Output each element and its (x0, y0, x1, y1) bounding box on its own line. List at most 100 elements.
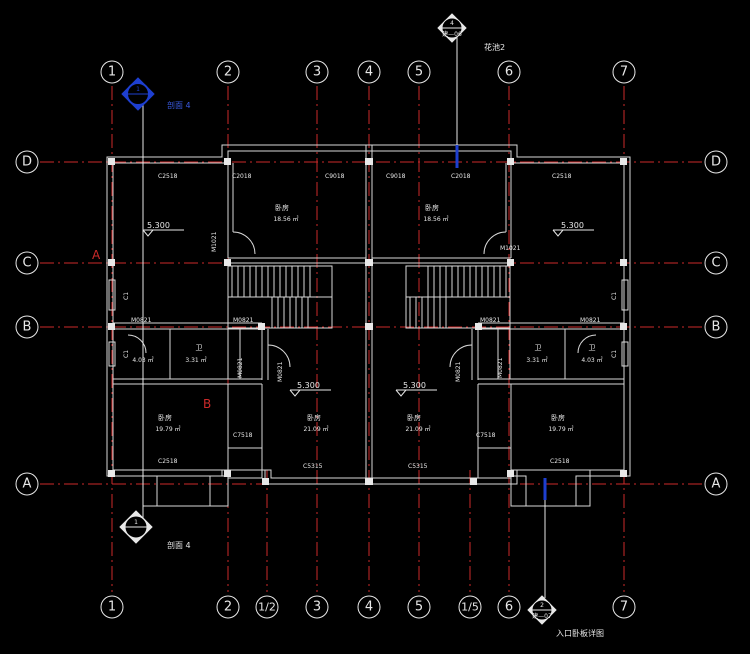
code-m1021-1: M1021 (211, 231, 218, 252)
axis-label-right-D: D (711, 155, 721, 170)
elevation-label-2: 5.300 (561, 221, 584, 230)
axis-label-left-D: D (22, 155, 32, 170)
bath-name-right-2: 卫 (589, 344, 596, 352)
code-c7518-2: C7518 (476, 432, 496, 439)
axis-bubble-top-2 (216, 60, 240, 84)
axis-label-bottom-6: 6 (505, 600, 513, 615)
door-swing-2 (483, 231, 507, 255)
axis-label-top-5: 5 (415, 65, 423, 80)
marker-top-number: 4 (450, 20, 454, 27)
elevation-label-4: 5.300 (403, 381, 426, 390)
bath-area-left-2: 4.03 ㎡ (132, 356, 153, 364)
axis-bubble-bottom-3 (305, 595, 329, 619)
axis-bubble-bottom-2 (216, 595, 240, 619)
section-bottom-label: 剖面 4 (167, 540, 191, 550)
porch-right-a (510, 475, 527, 507)
bath-area-right: 3.31 ㎡ (526, 356, 547, 364)
porch-right-b (575, 475, 591, 507)
axis-bubble-right-A (704, 472, 728, 496)
axis-bubbles (15, 60, 728, 619)
code-m0821-1: M0821 (131, 317, 152, 324)
balcony-right (477, 447, 512, 479)
axis-label-bottom-5: 5 (415, 600, 423, 615)
axis-label-bottom-1-5: 1/5 (461, 601, 479, 614)
window-west-c1b (108, 341, 116, 367)
code-m0821-7: M0821 (455, 361, 462, 382)
axis-bubble-left-B (15, 315, 39, 339)
code-c2518-nw: C2518 (158, 173, 178, 180)
room-name-center-left: 卧房 (307, 413, 321, 422)
axis-label-top-4: 4 (365, 65, 373, 80)
room-name-lower-left: 卧房 (158, 413, 172, 422)
code-c2518-ne: C2518 (552, 173, 572, 180)
elevation-label-1: 5.300 (147, 221, 170, 230)
axis-label-bottom-1-2: 1/2 (258, 601, 276, 614)
code-c5315-1: C5315 (303, 463, 323, 470)
bath-left (169, 328, 229, 380)
axis-bubble-bottom-5 (407, 595, 431, 619)
marker-left-bottom-number: 1 (134, 519, 138, 526)
axis-bubble-bottom-7 (612, 595, 636, 619)
axis-label-right-C: C (711, 256, 720, 271)
axis-label-top-7: 7 (620, 65, 628, 80)
code-m0821-5: M0821 (237, 357, 244, 378)
opening-codes: C2518 C2018 C9018 C9018 C2018 C2518 C251… (123, 173, 618, 470)
columns (108, 158, 627, 485)
axis-label-top-1: 1 (108, 65, 116, 80)
window-east-c1 (621, 279, 629, 311)
window-west-c1 (108, 279, 116, 311)
code-c2518-se: C2518 (550, 458, 570, 465)
door-swing-3 (267, 344, 291, 368)
code-c9018-2: C9018 (386, 173, 406, 180)
section-marker-top: 4 建—06 (437, 13, 467, 43)
axis-bubble-top-1 (100, 60, 124, 84)
marker-top-sub: 建—06 (442, 30, 462, 38)
axis-bubble-right-C (704, 251, 728, 275)
section-marker-bottom: 2 建—07 (527, 595, 557, 625)
room-name-lower-right: 卧房 (551, 413, 565, 422)
garden-label: 花池2 (484, 42, 505, 52)
room-area-lower-left: 19.79 ㎡ (155, 425, 180, 433)
room-area-upper-left: 18.56 ㎡ (273, 215, 298, 223)
code-m0821-8: M0821 (497, 357, 504, 378)
cut-label-a: A (92, 248, 101, 262)
bath-area-left: 3.31 ㎡ (185, 356, 206, 364)
axis-label-right-B: B (712, 320, 721, 335)
axis-label-bottom-4: 4 (365, 600, 373, 615)
code-c1-w2: C1 (123, 350, 130, 358)
cut-label-b: B (203, 397, 211, 411)
axis-label-bottom-1: 1 (108, 600, 116, 615)
axis-bubble-bottom-1-5 (458, 595, 482, 619)
bath-area-right-2: 4.03 ㎡ (581, 356, 602, 364)
walls (106, 144, 631, 507)
axis-bubble-right-D (704, 150, 728, 174)
axis-bubble-bottom-1-2 (255, 595, 279, 619)
door-swing-1 (232, 231, 256, 255)
code-m0821-4: M0821 (580, 317, 601, 324)
section-marker-left-bottom: 1 (119, 510, 153, 544)
room-area-center-right: 21.09 ㎡ (405, 425, 430, 433)
axis-bubble-top-7 (612, 60, 636, 84)
axis-bubble-top-4 (357, 60, 381, 84)
room-labels: 卧房 18.56 ㎡ 卧房 18.56 ㎡ 卧房 19.79 ㎡ 卧房 19.7… (132, 203, 602, 433)
axis-bubble-right-B (704, 315, 728, 339)
code-c2018-1: C2018 (232, 173, 252, 180)
marker-bottom-sub: 建—07 (532, 612, 552, 620)
porch-left-b (209, 475, 229, 507)
code-c7518-1: C7518 (233, 432, 253, 439)
code-c1-e1: C1 (611, 292, 618, 300)
marker-bottom-number: 2 (540, 602, 544, 609)
stair-right (405, 265, 511, 329)
porch-left-a (142, 475, 158, 507)
code-c2518-sw: C2518 (158, 458, 178, 465)
section-marker-left-top: 1 (121, 77, 155, 111)
axis-label-bottom-7: 7 (620, 600, 628, 615)
blue-section-marks (455, 145, 547, 500)
axis-bubble-labels: 1 2 3 4 5 6 7 1 2 1/2 3 4 5 1/5 6 7 D C … (22, 65, 721, 615)
axis-bubble-left-D (15, 150, 39, 174)
code-c1-w1: C1 (123, 292, 130, 300)
axis-label-top-2: 2 (224, 65, 232, 80)
axis-bubble-top-6 (497, 60, 521, 84)
room-area-center-left: 21.09 ㎡ (303, 425, 328, 433)
